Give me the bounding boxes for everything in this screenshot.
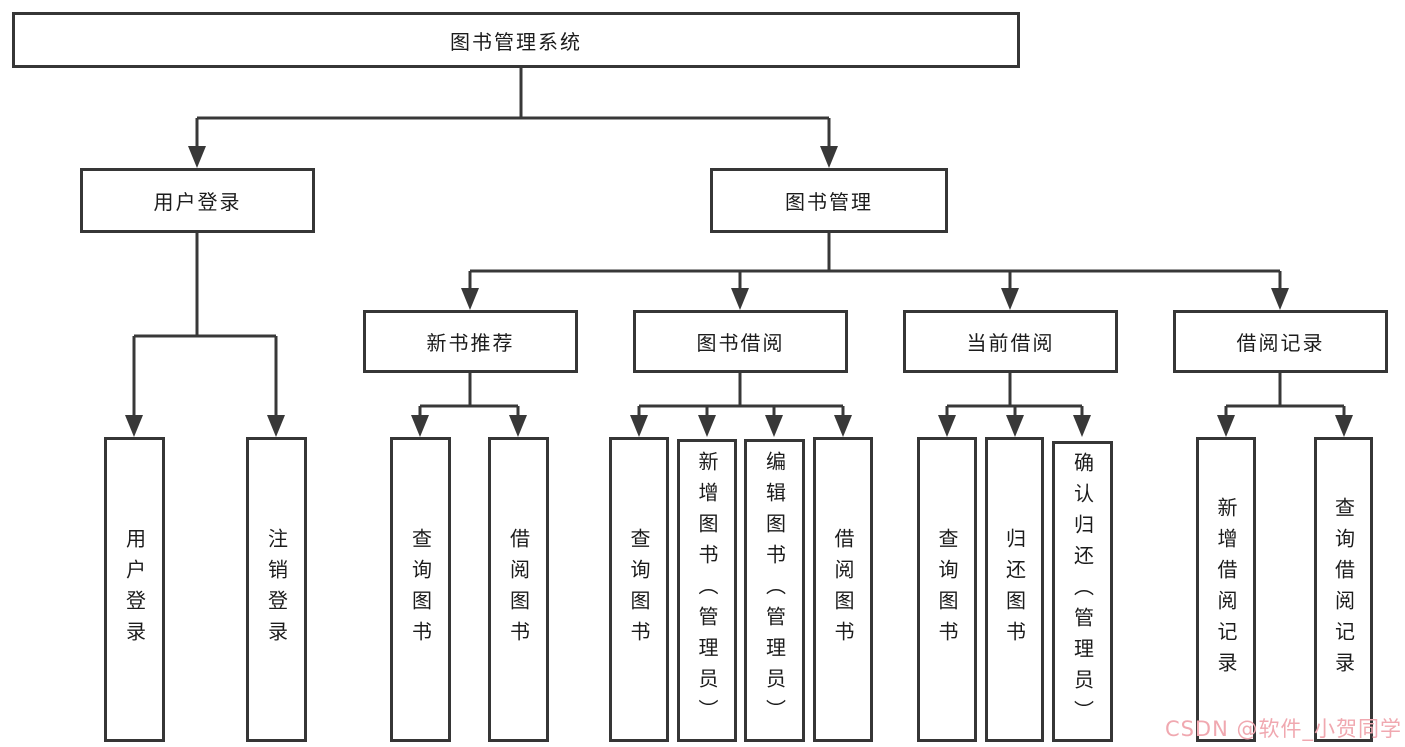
leaf-label: 查询图书	[627, 527, 651, 652]
arrowhead	[1001, 288, 1019, 310]
arrowhead	[267, 415, 285, 437]
leaf-borrow-book-1: 借阅图书	[488, 437, 549, 742]
node-book-management: 图书管理	[710, 168, 948, 233]
arrowhead	[1006, 415, 1024, 437]
leaf-label: 确认归还（管理员）	[1070, 452, 1095, 731]
leaf-label: 编辑图书（管理员）	[762, 451, 787, 730]
leaf-query-book-2: 查询图书	[609, 437, 669, 742]
leaf-label: 借阅图书	[506, 527, 531, 652]
leaf-label: 新增借阅记录	[1214, 496, 1238, 683]
leaf-borrow-book-2: 借阅图书	[813, 437, 873, 742]
leaf-query-book-3: 查询图书	[917, 437, 977, 742]
leaf-label: 查询借阅记录	[1331, 496, 1356, 683]
leaf-label: 借阅图书	[831, 527, 855, 652]
arrowhead	[630, 415, 648, 437]
arrowhead	[125, 415, 143, 437]
node-new-book-recommend: 新书推荐	[363, 310, 578, 373]
arrowhead	[509, 415, 527, 437]
leaf-add-book-admin: 新增图书（管理员）	[677, 439, 737, 742]
leaf-add-borrow-record: 新增借阅记录	[1196, 437, 1256, 742]
arrowhead	[188, 146, 206, 168]
arrowhead	[1217, 415, 1235, 437]
leaf-label: 查询图书	[408, 527, 433, 652]
leaf-edit-book-admin: 编辑图书（管理员）	[744, 439, 805, 742]
leaf-confirm-return-admin: 确认归还（管理员）	[1052, 441, 1113, 742]
leaf-return-book: 归还图书	[985, 437, 1044, 742]
node-user-login: 用户登录	[80, 168, 315, 233]
leaf-label: 注销登录	[264, 527, 289, 652]
arrowhead	[1335, 415, 1353, 437]
arrowhead	[698, 415, 716, 437]
leaf-logout: 注销登录	[246, 437, 307, 742]
leaf-label: 用户登录	[122, 527, 147, 652]
leaf-query-book-1: 查询图书	[390, 437, 451, 742]
leaf-label: 查询图书	[935, 527, 959, 652]
leaf-query-borrow-record: 查询借阅记录	[1314, 437, 1373, 742]
arrowhead	[765, 415, 783, 437]
arrowhead	[731, 288, 749, 310]
arrowhead	[411, 415, 429, 437]
arrowhead	[938, 415, 956, 437]
node-borrow-record: 借阅记录	[1173, 310, 1388, 373]
arrowhead	[1073, 415, 1091, 437]
csdn-watermark: CSDN @软件_小贺同学	[1164, 717, 1402, 741]
node-book-borrow: 图书借阅	[633, 310, 848, 373]
arrowhead	[820, 146, 838, 168]
node-current-borrow: 当前借阅	[903, 310, 1118, 373]
leaf-label: 归还图书	[1002, 527, 1027, 652]
arrowhead	[834, 415, 852, 437]
node-root-library-system: 图书管理系统	[12, 12, 1020, 68]
arrowhead	[1271, 288, 1289, 310]
arrowhead	[461, 288, 479, 310]
leaf-user-login: 用户登录	[104, 437, 165, 742]
leaf-label: 新增图书（管理员）	[695, 451, 719, 730]
